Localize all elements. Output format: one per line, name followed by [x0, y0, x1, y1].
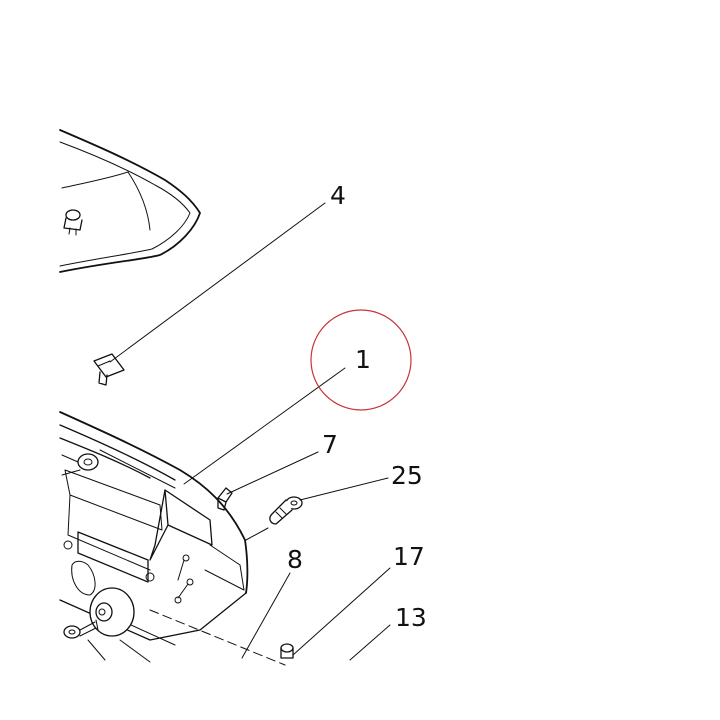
dashed-centerline	[149, 609, 286, 666]
push-clip-lower	[63, 619, 99, 639]
callout-1: 1	[355, 345, 371, 374]
screw-part-25	[269, 496, 303, 525]
push-clip-upper	[63, 209, 83, 236]
callout-25: 25	[391, 461, 423, 490]
callout-8: 8	[287, 545, 303, 574]
callout-17: 17	[393, 542, 425, 571]
upper-trim-panel	[59, 129, 201, 273]
clip-part-7	[217, 487, 233, 511]
nut-part-17	[280, 643, 294, 659]
callout-4: 4	[330, 181, 346, 210]
highlight-circle	[310, 309, 412, 411]
lower-trim-panel	[59, 411, 249, 646]
clip-part-4	[93, 353, 125, 386]
callout-7: 7	[322, 430, 338, 459]
callout-13: 13	[395, 603, 427, 632]
leader-lines	[87, 202, 391, 663]
